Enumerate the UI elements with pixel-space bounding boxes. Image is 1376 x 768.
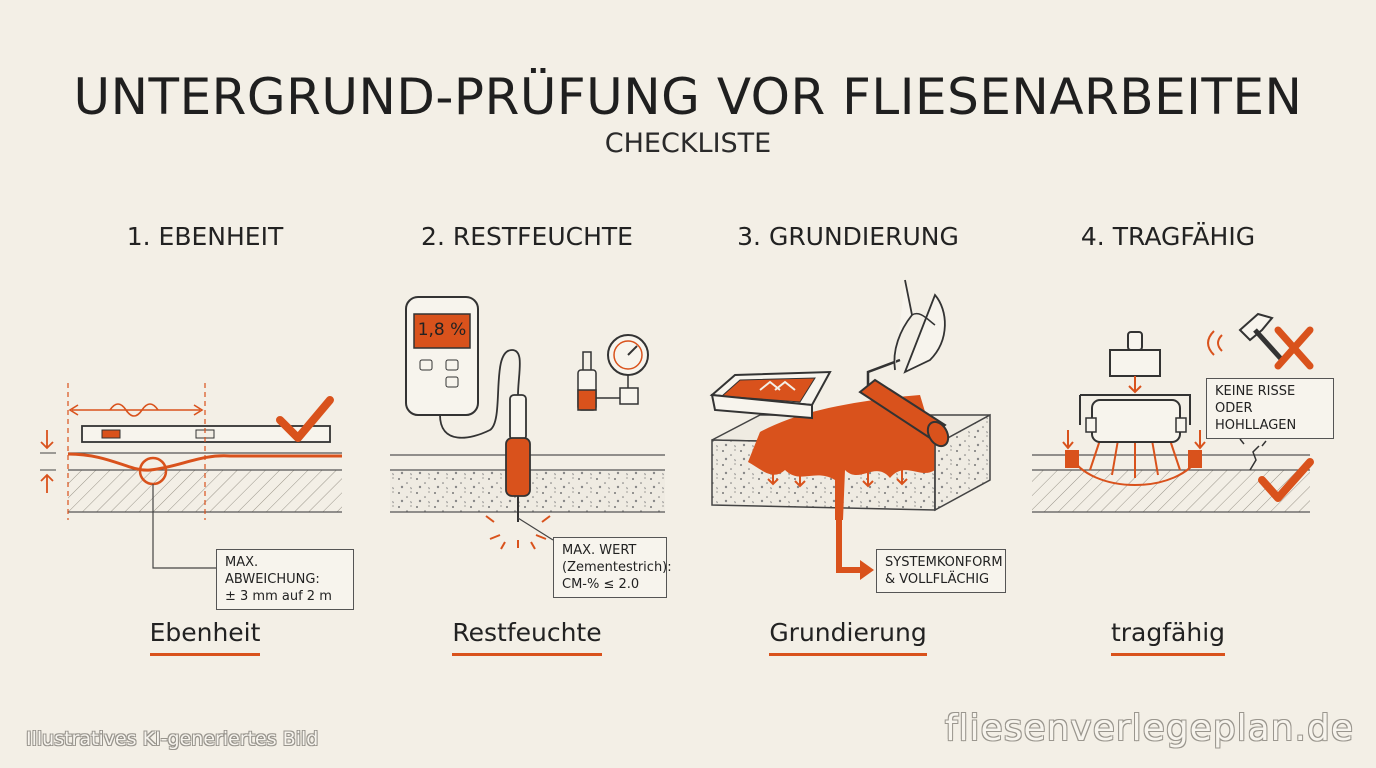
step-4-heading: 4. TRAGFÄHIG [1080, 222, 1256, 251]
step-1-illustration [40, 383, 342, 569]
step-4-note: KEINE RISSE ODER HOHLLAGEN [1206, 378, 1334, 439]
step-3-heading: 3. GRUNDIERUNG [737, 222, 959, 251]
probe-cable [439, 349, 521, 439]
step-2-caption: Restfeuchte [377, 618, 677, 656]
primer-layer [748, 395, 935, 520]
step-3-caption-text: Grundierung [769, 618, 927, 656]
uneven-surface-line [67, 452, 342, 472]
step-3-illustration [709, 279, 991, 580]
site-watermark: fliesenverlegeplan.de [944, 708, 1354, 749]
page-subtitle: CHECKLISTE [604, 128, 772, 159]
probe-icon [505, 394, 531, 522]
step-2-note: MAX. WERT (Zementestrich): CM-% ≤ 2.0 [553, 537, 672, 598]
step-2-heading: 2. RESTFEUCHTE [421, 222, 633, 251]
step-3-note: SYSTEMKONFORM & VOLLFLÄCHIG [876, 549, 1006, 593]
paint-tray-icon [709, 370, 832, 420]
ai-disclaimer: Illustratives KI-generiertes Bild [26, 728, 319, 750]
hammer-icon [1207, 312, 1284, 362]
step-1-heading: 1. EBENHEIT [126, 222, 284, 251]
step-1-caption-text: Ebenheit [149, 618, 261, 656]
hand-icon [893, 279, 946, 374]
step-1-note: MAX. ABWEICHUNG: ± 3 mm auf 2 m [216, 549, 354, 610]
step-2-caption-text: Restfeuchte [452, 618, 602, 656]
cross-icon [1274, 326, 1314, 370]
step-4-caption: tragfähig [1018, 618, 1318, 656]
step-3-caption: Grundierung [698, 618, 998, 656]
step-1-caption: Ebenheit [55, 618, 355, 656]
spirit-level-icon [81, 425, 331, 443]
step-4-caption-text: tragfähig [1110, 618, 1226, 656]
load-test-icon [1079, 331, 1191, 443]
moisture-meter-icon [405, 296, 479, 416]
checkmark-icon [1258, 458, 1314, 502]
cm-device-icon [577, 334, 649, 411]
checkmark-icon [276, 396, 334, 442]
paint-roller-icon [858, 358, 950, 448]
meter-display-value: 1,8 % [417, 320, 467, 340]
page-title: UNTERGRUND-PRÜFUNG VOR FLIESENARBEITEN [73, 68, 1303, 126]
step-2-illustration [390, 296, 665, 550]
step-4-illustration [1032, 312, 1314, 513]
